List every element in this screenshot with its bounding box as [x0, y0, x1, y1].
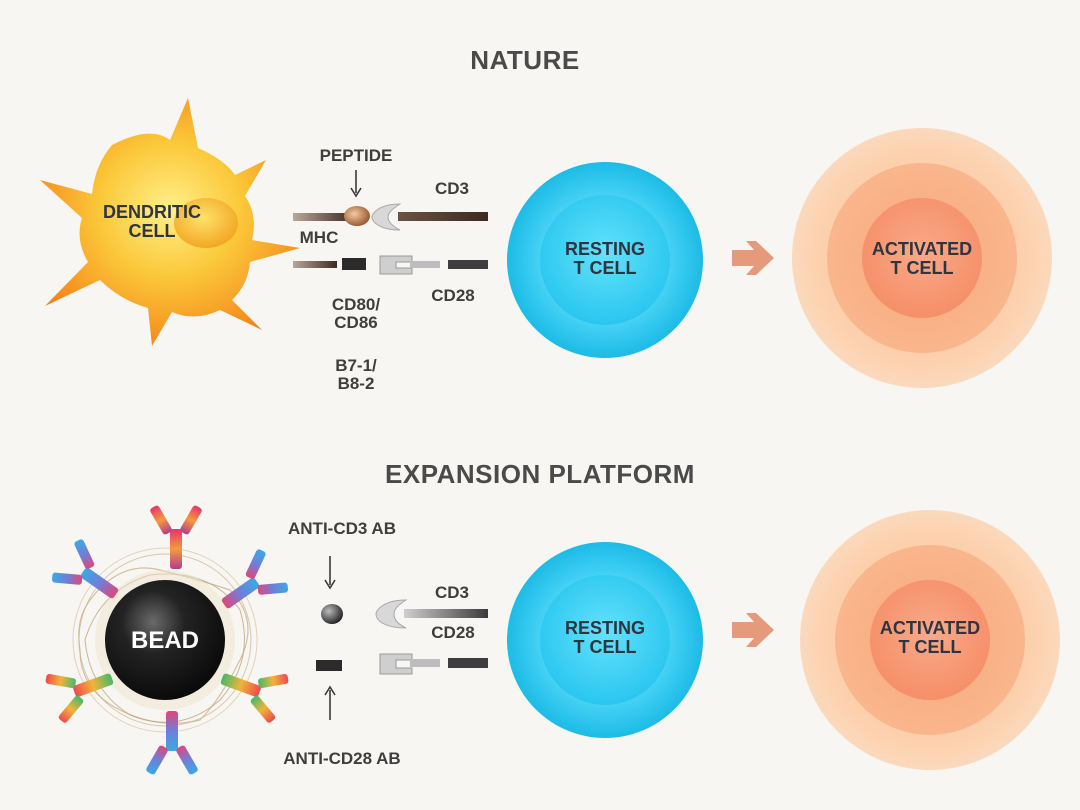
anti-cd3-arrow-icon [324, 556, 336, 590]
anti-cd28-icon [316, 660, 342, 671]
peptide-arrow-icon [350, 170, 362, 198]
resting-t-cell-lower-label: RESTING T CELL [564, 618, 645, 658]
antibody-icon [45, 505, 289, 775]
b7-label: B7-1/ B8-2 [335, 356, 377, 394]
peptide-label: PEPTIDE [319, 146, 393, 165]
activated-t-cell-icon [792, 128, 1052, 388]
anti-cd3-ab-label: ANTI-CD3 AB [288, 519, 396, 538]
resting-t-cell-label: RESTING T CELL [564, 239, 645, 279]
resting-t-cell-icon [507, 162, 703, 358]
anti-cd3-icon [321, 604, 343, 624]
cd3-receptor-icon [375, 599, 488, 629]
expansion-platform-title: EXPANSION PLATFORM [385, 459, 695, 489]
bead-label: BEAD [130, 627, 199, 654]
cd28-receptor-lower-icon [379, 653, 488, 675]
activated-t-cell-label: ACTIVATED T CELL [871, 239, 973, 279]
arrow-icon [732, 241, 774, 275]
cd3-label-lower: CD3 [434, 583, 469, 602]
arrow-lower-icon [732, 613, 774, 647]
cd80-cd86-label: CD80/ CD86 [331, 295, 381, 333]
dendritic-cell-label: DENDRITIC CELL [103, 202, 201, 242]
cd28-receptor-icon [379, 255, 488, 275]
cd28-label: CD28 [431, 286, 475, 305]
dendritic-cell-icon [40, 98, 300, 346]
cd3-label: CD3 [434, 179, 469, 198]
anti-cd28-arrow-icon [324, 685, 336, 720]
nature-title: NATURE [470, 45, 580, 75]
anti-cd28-ab-label: ANTI-CD28 AB [283, 749, 401, 768]
activated-t-cell-lower-label: ACTIVATED T CELL [879, 618, 981, 658]
peptide-icon [344, 206, 370, 226]
activated-t-cell-lower-icon [800, 510, 1060, 770]
bead-icon [72, 547, 258, 733]
resting-t-cell-lower-icon [507, 542, 703, 738]
mhc-bar [293, 213, 353, 221]
mhc-label: MHC [299, 228, 339, 247]
cd28-label-lower: CD28 [431, 623, 475, 642]
tcr-receptor-icon [371, 203, 488, 231]
cd80-bar [293, 258, 366, 270]
